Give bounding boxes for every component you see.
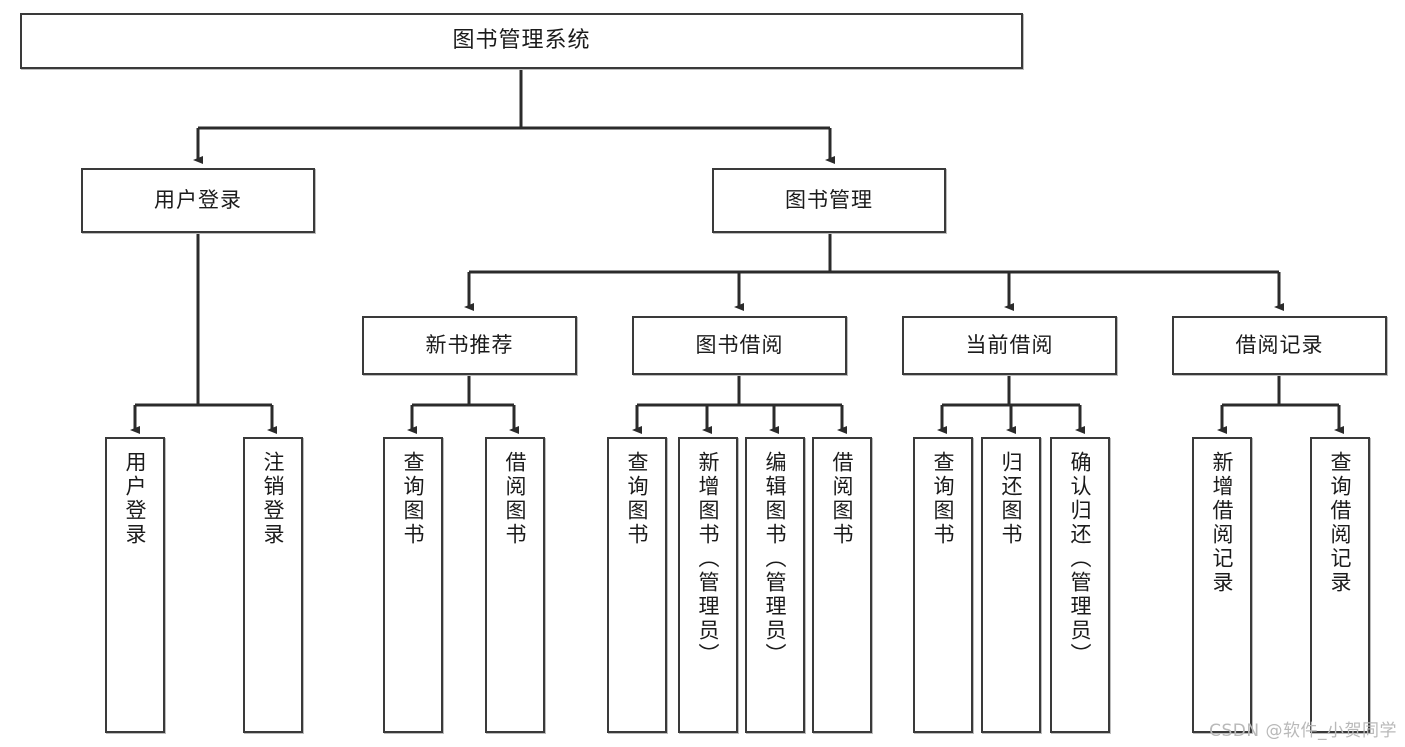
node-label: 新增借阅记录 [1210, 451, 1235, 595]
node-label: 查询图书 [931, 451, 956, 547]
leaf-query-book-3[interactable]: 查询图书 [913, 437, 973, 733]
leaf-confirm-return[interactable]: 确认归还（管理员） [1050, 437, 1110, 733]
node-user-login[interactable]: 用户登录 [81, 168, 315, 233]
node-label: 注销登录 [261, 451, 286, 547]
leaf-borrow-book-1[interactable]: 借阅图书 [485, 437, 545, 733]
node-label: 借阅图书 [830, 451, 855, 547]
node-book-manage[interactable]: 图书管理 [712, 168, 946, 233]
node-label: 图书管理 [785, 188, 873, 213]
node-new-book-rec[interactable]: 新书推荐 [362, 316, 577, 375]
node-label: 归还图书 [999, 451, 1024, 547]
leaf-user-login[interactable]: 用户登录 [105, 437, 165, 733]
node-borrow-record[interactable]: 借阅记录 [1172, 316, 1387, 375]
node-current-borrow[interactable]: 当前借阅 [902, 316, 1117, 375]
node-label: 借阅记录 [1235, 333, 1324, 358]
leaf-add-record[interactable]: 新增借阅记录 [1192, 437, 1252, 733]
node-label: 新书推荐 [425, 333, 514, 358]
node-label: 借阅图书 [503, 451, 528, 547]
node-label: 确认归还（管理员） [1068, 451, 1093, 667]
node-label: 当前借阅 [965, 333, 1054, 358]
leaf-edit-book[interactable]: 编辑图书（管理员） [745, 437, 805, 733]
node-label: 用户登录 [154, 188, 242, 213]
node-label: 新增图书（管理员） [696, 451, 721, 667]
node-label: 查询图书 [401, 451, 426, 547]
leaf-query-record[interactable]: 查询借阅记录 [1310, 437, 1370, 733]
node-label: 图书借阅 [695, 333, 784, 358]
node-root-system[interactable]: 图书管理系统 [20, 13, 1023, 69]
node-book-borrow[interactable]: 图书借阅 [632, 316, 847, 375]
node-label: 编辑图书（管理员） [763, 451, 788, 667]
leaf-query-book-1[interactable]: 查询图书 [383, 437, 443, 733]
node-label: 查询图书 [625, 451, 650, 547]
node-label: 用户登录 [123, 451, 148, 547]
leaf-add-book[interactable]: 新增图书（管理员） [678, 437, 738, 733]
node-label: 查询借阅记录 [1328, 451, 1353, 595]
leaf-user-logout[interactable]: 注销登录 [243, 437, 303, 733]
leaf-query-book-2[interactable]: 查询图书 [607, 437, 667, 733]
node-label: 图书管理系统 [452, 28, 591, 54]
leaf-return-book[interactable]: 归还图书 [981, 437, 1041, 733]
csdn-watermark: CSDN @软件_小贺同学 [1209, 721, 1397, 741]
leaf-borrow-book-2[interactable]: 借阅图书 [812, 437, 872, 733]
